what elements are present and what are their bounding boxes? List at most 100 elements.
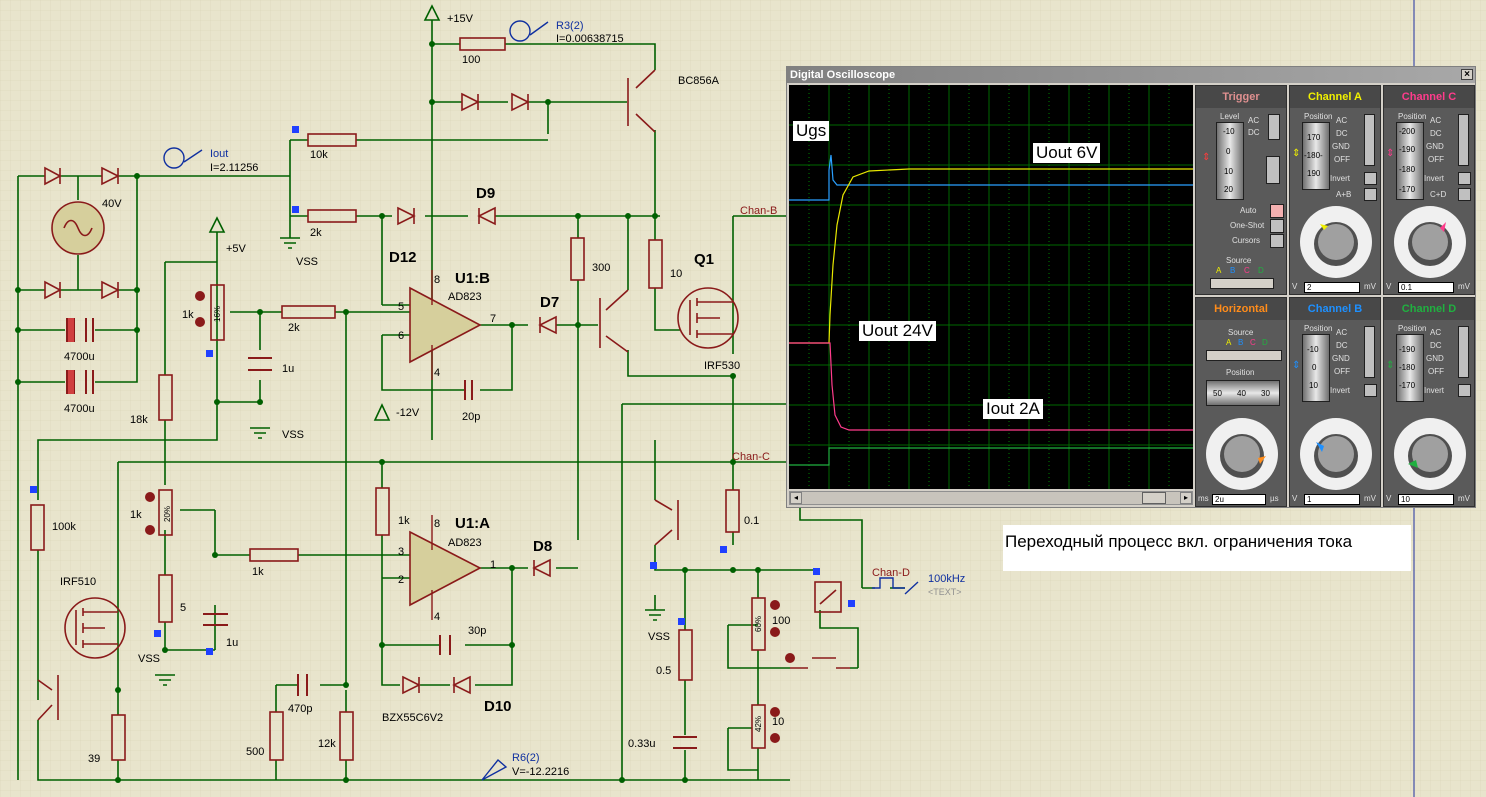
channel-d-ac: AC	[1430, 328, 1442, 337]
trigger-cursors-button[interactable]	[1270, 234, 1284, 248]
oscilloscope-titlebar[interactable]: Digital Oscilloscope ×	[787, 67, 1475, 83]
channel-c-combine-button[interactable]	[1458, 188, 1471, 201]
channel-d-gain-dial[interactable]	[1390, 414, 1470, 494]
transistor-bc856a[interactable]	[627, 69, 656, 133]
channel-b-arrow-icon: ⇕	[1292, 360, 1301, 371]
channel-b-coupling-switch[interactable]	[1364, 326, 1375, 378]
diode-top-2[interactable]	[511, 92, 530, 112]
close-button[interactable]: ×	[1461, 69, 1473, 80]
channel-c-position-wheel[interactable]: -200 -190 -180 -170	[1396, 122, 1424, 200]
pot-100[interactable]	[751, 597, 766, 651]
diode-top-1[interactable]	[461, 92, 480, 112]
resistor-10[interactable]	[648, 239, 663, 289]
oscilloscope-window[interactable]: Digital Oscilloscope × Ugs Uout 6V Uout …	[786, 66, 1476, 508]
opamp-u1a[interactable]	[409, 530, 482, 607]
diode-d12[interactable]	[397, 206, 416, 226]
resistor-39[interactable]	[111, 714, 126, 761]
oscilloscope-screen[interactable]: Ugs Uout 6V Uout 24V Iout 2A	[789, 85, 1193, 489]
pot-1k-b[interactable]	[158, 489, 173, 536]
ac-source[interactable]	[51, 201, 105, 255]
pot-10[interactable]	[751, 704, 766, 749]
diode-bridge-3[interactable]	[44, 280, 62, 300]
channel-b-position-wheel[interactable]: -10 0 10	[1302, 334, 1330, 402]
resistor-10k[interactable]	[307, 133, 357, 147]
resistor-0-1[interactable]	[725, 489, 740, 533]
diode-bridge-2[interactable]	[101, 166, 120, 186]
pot-adjust-buttons[interactable]	[145, 291, 795, 743]
label-pot-100: 100	[772, 615, 790, 627]
trigger-oneshot-button[interactable]	[1270, 219, 1284, 233]
scroll-right-button[interactable]: ▸	[1180, 492, 1192, 504]
transistor-left[interactable]	[37, 675, 59, 721]
channel-b-invert-button[interactable]	[1364, 384, 1377, 397]
diode-d8[interactable]	[532, 558, 551, 578]
channel-b-unit: mV	[1364, 494, 1376, 503]
resistor-500[interactable]	[269, 711, 284, 761]
channel-a-invert-button[interactable]	[1364, 172, 1377, 185]
trigger-src-d: D	[1258, 266, 1264, 275]
scroll-thumb[interactable]	[1142, 492, 1166, 504]
horizontal-timebase-dial[interactable]	[1202, 414, 1282, 494]
horizontal-position-wheel[interactable]: 50 40 30	[1206, 380, 1280, 406]
mosfet-irf530[interactable]	[677, 287, 739, 349]
trigger-source-slider[interactable]	[1210, 278, 1274, 289]
pot-percent-labels: 16% 20% 60% 42%	[163, 306, 763, 732]
label-d8: D8	[533, 538, 552, 555]
channel-a-combine-button[interactable]	[1364, 188, 1377, 201]
diode-d7[interactable]	[538, 315, 557, 335]
pot-1k-a[interactable]	[210, 284, 225, 341]
transistor-mid[interactable]	[599, 289, 629, 353]
resistor-100k[interactable]	[30, 504, 45, 551]
resistor-5[interactable]	[158, 574, 173, 623]
label-pin-5: 5	[398, 301, 404, 313]
diode-d10b[interactable]	[452, 675, 471, 695]
trigger-tick-1: 0	[1226, 147, 1231, 156]
channel-c-coupling-switch[interactable]	[1458, 114, 1469, 166]
channel-c-gain-dial[interactable]	[1390, 202, 1470, 282]
channel-c-invert-button[interactable]	[1458, 172, 1471, 185]
channel-a-gain-dial[interactable]	[1296, 202, 1376, 282]
diode-bridge-4[interactable]	[101, 280, 120, 300]
channel-d-invert-button[interactable]	[1458, 384, 1471, 397]
resistor-2k-top[interactable]	[307, 209, 357, 223]
label-pin-3: 3	[398, 546, 404, 558]
horizontal-source-slider[interactable]	[1206, 350, 1282, 361]
label-u1a: U1:A	[455, 515, 490, 532]
pulse-generator[interactable]	[872, 577, 919, 595]
diode-d10a[interactable]	[402, 675, 421, 695]
trigger-edge-switch[interactable]	[1266, 156, 1280, 184]
channel-d-position-wheel[interactable]: -190 -180 -170	[1396, 334, 1424, 402]
trigger-auto-button[interactable]	[1270, 204, 1284, 218]
diode-d9[interactable]	[477, 206, 496, 226]
trigger-level-wheel[interactable]: -10 0 10 20	[1216, 122, 1244, 200]
label-u1b-part: AD823	[448, 291, 482, 303]
resistor-300[interactable]	[570, 237, 585, 281]
resistor-18k[interactable]	[158, 374, 173, 421]
label-r500: 500	[246, 746, 264, 758]
resistor-1k-u1a[interactable]	[375, 487, 390, 536]
channel-a-coupling-switch[interactable]	[1364, 114, 1375, 166]
channel-b-gain-dial[interactable]	[1296, 414, 1376, 494]
channel-b-invert-label: Invert	[1330, 386, 1351, 395]
resistor-100[interactable]	[459, 37, 506, 51]
channel-a-position-label: Position	[1304, 112, 1333, 121]
relay-switch[interactable]	[790, 581, 850, 669]
resistor-2k[interactable]	[281, 305, 336, 319]
horizontal-scrollbar[interactable]: ◂ ▸	[789, 491, 1193, 505]
annotation-iout-2a: Iout 2A	[983, 399, 1043, 419]
trigger-coupling-switch[interactable]	[1268, 114, 1280, 140]
channel-c-tick-0: -200	[1399, 127, 1416, 136]
label-pot-20: 20%	[163, 506, 172, 522]
trace-channel-b	[789, 154, 1193, 201]
diode-bridge-1[interactable]	[44, 166, 62, 186]
channel-d-coupling-switch[interactable]	[1458, 326, 1469, 378]
opamp-u1b[interactable]	[409, 286, 482, 364]
channel-c-ac: AC	[1430, 116, 1442, 125]
scroll-left-button[interactable]: ◂	[790, 492, 802, 504]
channel-a-position-wheel[interactable]: 170 -180- 190	[1302, 122, 1330, 190]
resistor-12k[interactable]	[339, 711, 354, 761]
resistor-1k[interactable]	[249, 548, 299, 562]
resistor-0-5[interactable]	[678, 629, 693, 681]
mosfet-irf510[interactable]	[64, 597, 126, 659]
transistor-low[interactable]	[654, 499, 679, 546]
